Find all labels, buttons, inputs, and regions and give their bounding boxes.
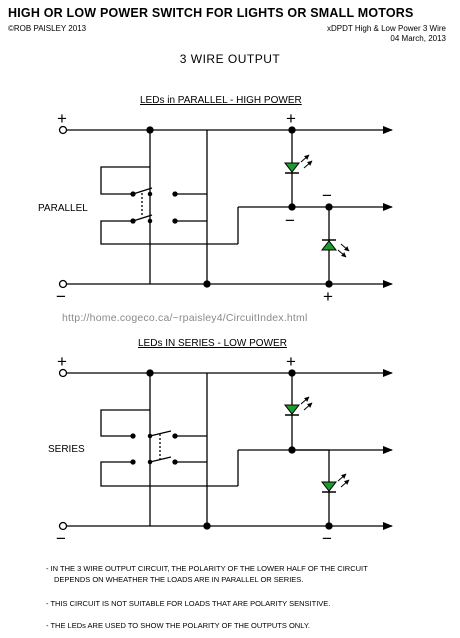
parallel-switch-label: PARALLEL [38,203,88,214]
source-url: http://home.cogeco.ca/~rpaisley4/Circuit… [62,312,308,324]
parallel-switch-blade-top[interactable] [132,187,153,195]
parallel-output-mid-minus-2: − [285,211,295,230]
parallel-circuit [58,125,393,289]
section-heading: 3 WIRE OUTPUT [179,52,281,66]
series-input-minus-symbol: − [56,529,66,548]
parallel-switch-blade-bottom[interactable] [132,214,153,222]
series-heading: LEDs IN SERIES - LOW POWER [138,338,287,349]
series-polarity-symbols: + − + − [56,352,332,548]
parallel-input-minus-symbol: − [56,287,66,306]
parallel-input-plus-symbol: + [57,109,67,128]
series-input-plus-symbol: + [57,352,67,371]
series-switch-blade-bottom[interactable] [149,456,172,463]
parallel-output-top-plus: + [286,109,296,128]
series-led-lower [320,473,350,493]
note-led-purpose: - THE LEDs ARE USED TO SHOW THE POLARITY… [46,621,310,630]
series-switch-wire-b [100,461,238,487]
note-polarity-line2: DEPENDS ON WHEATHER THE LOADS ARE IN PAR… [54,575,304,584]
parallel-led-upper [283,154,313,174]
note-polarity: - IN THE 3 WIRE OUTPUT CIRCUIT, THE POLA… [46,563,368,585]
parallel-output-mid-minus: − [322,186,332,205]
series-output-top-plus: + [286,352,296,371]
note-polarity-line1: - IN THE 3 WIRE OUTPUT CIRCUIT, THE POLA… [46,564,368,573]
parallel-led-lower [320,239,350,258]
series-switch-wire-a [100,409,150,437]
parallel-polarity-symbols: + − + − − + [56,109,333,306]
diagram-title: HIGH OR LOW POWER SWITCH FOR LIGHTS OR S… [8,6,414,20]
parallel-switch-wire-a [100,166,150,195]
author-credit: ©ROB PAISLEY 2013 [8,24,87,33]
diagram-date: 04 March, 2013 [390,34,446,43]
series-led2-branch [292,449,330,526]
note-not-suitable: - THIS CIRCUIT IS NOT SUITABLE FOR LOADS… [46,599,331,608]
series-switch-label: SERIES [48,444,85,455]
series-circuit [58,368,393,531]
series-output-bottom-minus: − [322,529,332,548]
series-switch-blade-top[interactable] [149,430,172,437]
parallel-switch-wire-b [100,220,238,245]
diagram-subtitle: xDPDT High & Low Power 3 Wire [327,24,446,33]
series-led-upper [283,396,313,416]
parallel-heading: LEDs in PARALLEL - HIGH POWER [140,95,302,106]
parallel-output-bottom-plus: + [323,287,333,306]
